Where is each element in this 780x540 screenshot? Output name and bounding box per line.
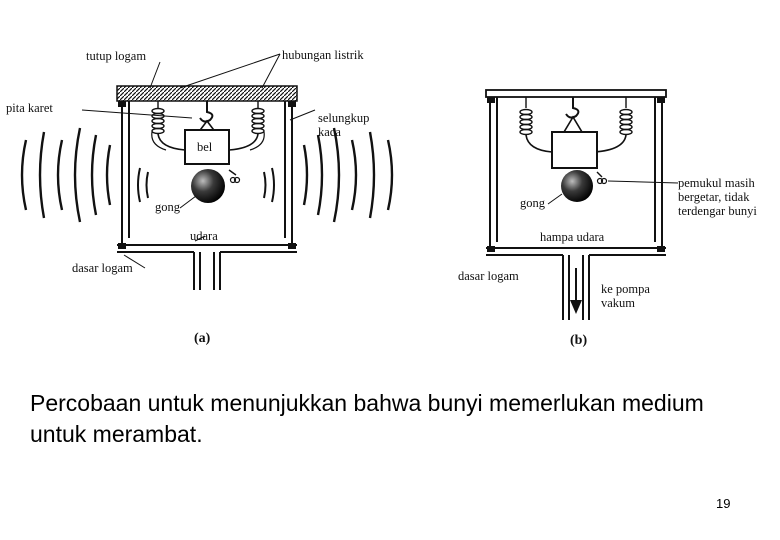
sound-waves-left (20, 127, 112, 223)
label-hampa-udara: hampa udara (540, 230, 605, 244)
metal-lid (116, 85, 298, 102)
panel-a-apparatus: tutup logam hubungan listrik pita karet … (6, 48, 394, 346)
metal-lid-b (485, 89, 667, 98)
caption-text: Percobaan untuk menunjukkan bahwa bunyi … (30, 390, 704, 447)
panel-label-a: (a) (194, 331, 211, 346)
sound-waves-right (302, 127, 394, 223)
label-pita-karet: pita karet (6, 101, 53, 115)
label-bel: bel (197, 140, 213, 154)
bell-a (184, 129, 230, 165)
bell-b (551, 131, 598, 169)
label-gong-a: gong (155, 200, 181, 214)
label-kaca: kaca (318, 125, 341, 139)
metal-base-b (486, 247, 666, 256)
label-selungkup: selungkup (318, 111, 369, 125)
label-ke-pompa: ke pompa (601, 282, 650, 296)
gong-ball-a (191, 169, 225, 203)
label-dasar-logam-b: dasar logam (458, 269, 519, 283)
label-pemukul-line1: pemukul masih (678, 176, 755, 190)
panel-b-apparatus: gong hampa udara dasar logam pemukul mas… (458, 89, 757, 348)
label-tutup-logam: tutup logam (86, 49, 146, 63)
label-pemukul-line3: terdengar bunyi (678, 204, 757, 218)
label-hubungan-listrik: hubungan listrik (282, 48, 364, 62)
label-udara: udara (190, 229, 218, 243)
label-vakum: vakum (601, 296, 635, 310)
label-gong-b: gong (520, 196, 546, 210)
label-dasar-logam-a: dasar logam (72, 261, 133, 275)
metal-base-a (117, 244, 297, 253)
panel-label-b: (b) (570, 333, 587, 348)
label-pemukul-line2: bergetar, tidak (678, 190, 750, 204)
page-number: 19 (716, 496, 731, 511)
bell-jar-diagram: tutup logam hubungan listrik pita karet … (6, 48, 757, 348)
gong-ball-b (561, 170, 593, 202)
